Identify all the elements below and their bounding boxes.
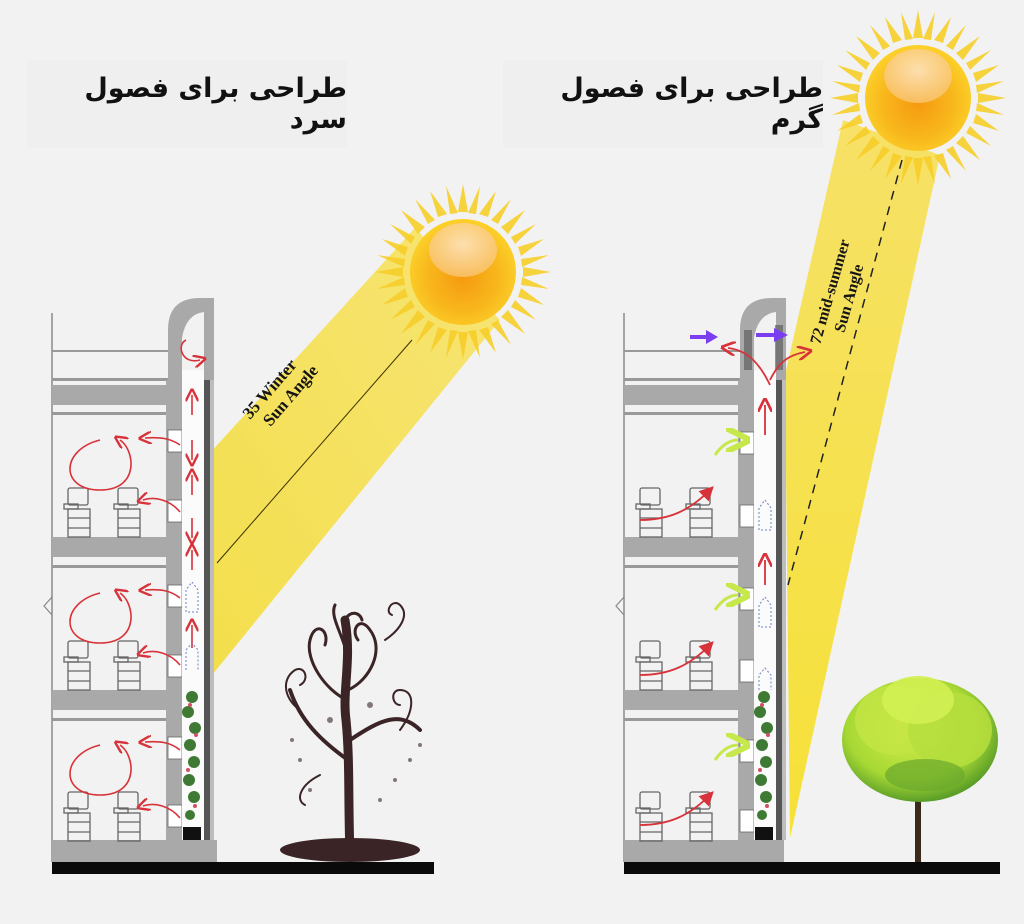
cold-air-circulation-arrows (69, 339, 200, 819)
summer-sun-icon (830, 10, 1006, 186)
tree-leaves-scatter (290, 702, 422, 802)
winter-sun-beam (208, 228, 500, 680)
winter-sun-icon (375, 184, 551, 360)
warm-building-section (615, 298, 786, 862)
green-summer-tree-icon (842, 676, 998, 864)
bare-winter-tree-icon (280, 602, 422, 862)
winter-sun-angle-line (216, 339, 413, 564)
warm-season-title: طراحی برای فصول گرم (503, 60, 823, 148)
cold-building-section (43, 298, 217, 862)
warm-exhaust-air-arrows (639, 348, 805, 826)
warm-rising-air-icons (758, 499, 772, 690)
warm-season-panel: 72 mid-summer Sun Angle (615, 10, 1006, 874)
cold-rising-air-icons (185, 581, 199, 670)
cold-season-title: طراحی برای فصول سرد (27, 60, 347, 148)
cold-ground-line (52, 862, 434, 874)
summer-sun-beam (785, 120, 940, 838)
warm-fresh-air-arrows (713, 440, 738, 761)
cold-season-panel: 35 Winter Sun Angle (43, 184, 551, 874)
warm-intake-purple-arrows (690, 328, 788, 344)
warm-ground-line (624, 862, 1000, 874)
